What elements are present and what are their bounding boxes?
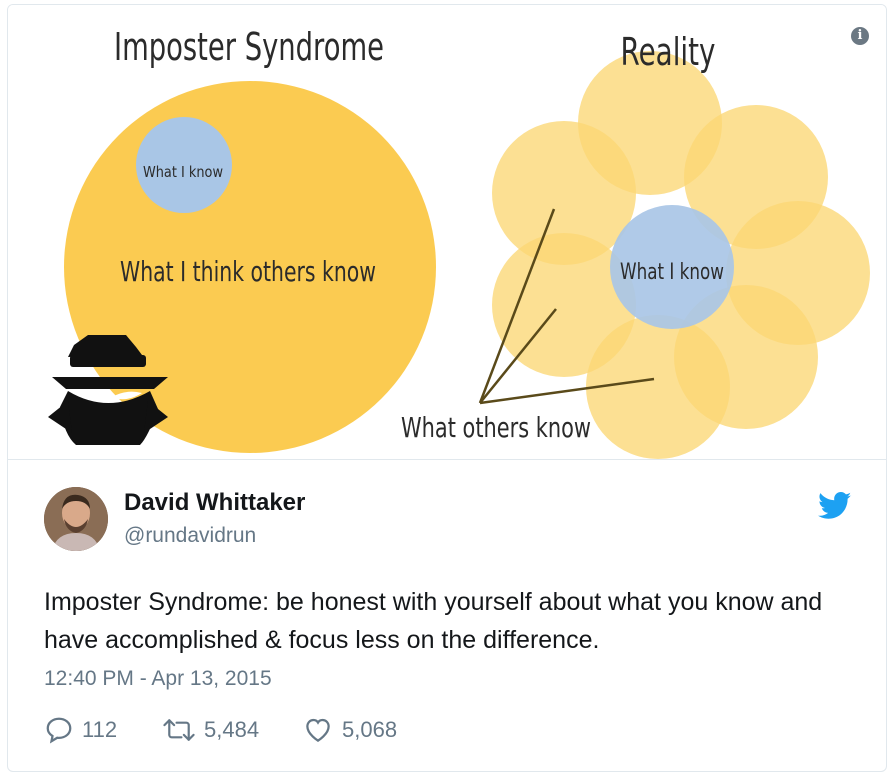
twitter-bird-icon[interactable] bbox=[818, 492, 852, 520]
what-i-know-small-circle bbox=[136, 117, 232, 213]
user-handle[interactable]: @rundavidrun bbox=[124, 524, 257, 547]
label-what-others-know: What others know bbox=[401, 411, 591, 444]
imposter-syndrome-illustration: Imposter Syndrome Reality What I know Wh… bbox=[48, 25, 870, 459]
right-title: Reality bbox=[621, 30, 716, 74]
display-name[interactable]: David Whittaker bbox=[124, 489, 306, 516]
reality-flower bbox=[492, 51, 870, 459]
tweet-timestamp[interactable]: 12:40 PM - Apr 13, 2015 bbox=[44, 667, 272, 690]
divider bbox=[8, 459, 886, 460]
embedded-tweet-card: Imposter Syndrome Reality What I know Wh… bbox=[7, 4, 887, 772]
label-what-i-know-center: What I know bbox=[620, 260, 724, 285]
reply-icon bbox=[46, 717, 72, 744]
tweet-media-image[interactable]: Imposter Syndrome Reality What I know Wh… bbox=[8, 5, 886, 459]
like-count: 5,068 bbox=[342, 717, 398, 742]
label-what-i-know-small: What I know bbox=[143, 163, 223, 181]
spy-icon bbox=[48, 335, 168, 445]
pointer-lines bbox=[478, 208, 655, 405]
heart-icon bbox=[306, 718, 330, 742]
avatar[interactable] bbox=[44, 487, 108, 551]
retweet-icon bbox=[163, 719, 195, 741]
left-title: Imposter Syndrome bbox=[114, 25, 384, 69]
what-i-know-center-circle bbox=[610, 205, 734, 329]
info-icon[interactable]: i bbox=[851, 27, 869, 45]
tweet-text: Imposter Syndrome: be honest with yourse… bbox=[44, 588, 823, 654]
reply-count: 112 bbox=[82, 717, 118, 742]
retweet-count: 5,484 bbox=[204, 717, 260, 742]
reply-button[interactable]: 112 bbox=[44, 712, 117, 748]
like-button[interactable]: 5,068 bbox=[302, 712, 397, 748]
avatar-image bbox=[44, 487, 108, 551]
label-others-think: What I think others know bbox=[120, 255, 376, 288]
retweet-button[interactable]: 5,484 bbox=[162, 712, 259, 748]
